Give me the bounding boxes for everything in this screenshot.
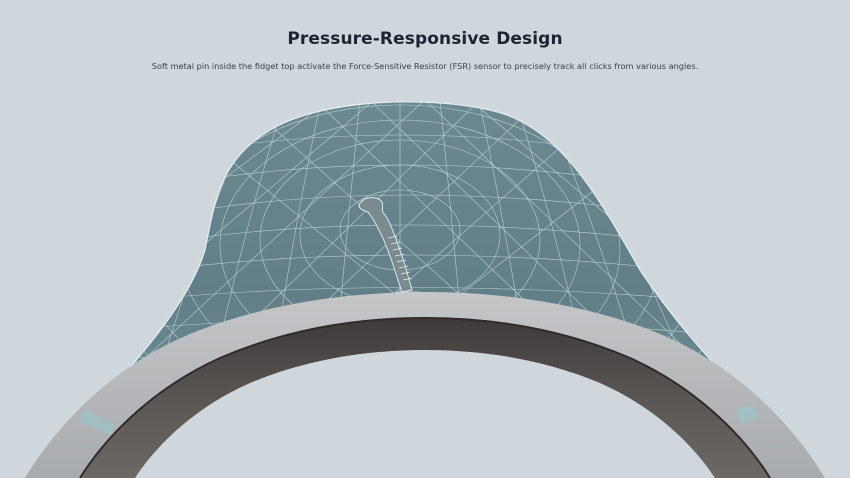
page-title: Pressure-Responsive Design (287, 29, 563, 49)
page-subtitle: Soft metal pin inside the fidget top act… (151, 61, 699, 71)
ring-housing (25, 292, 825, 478)
